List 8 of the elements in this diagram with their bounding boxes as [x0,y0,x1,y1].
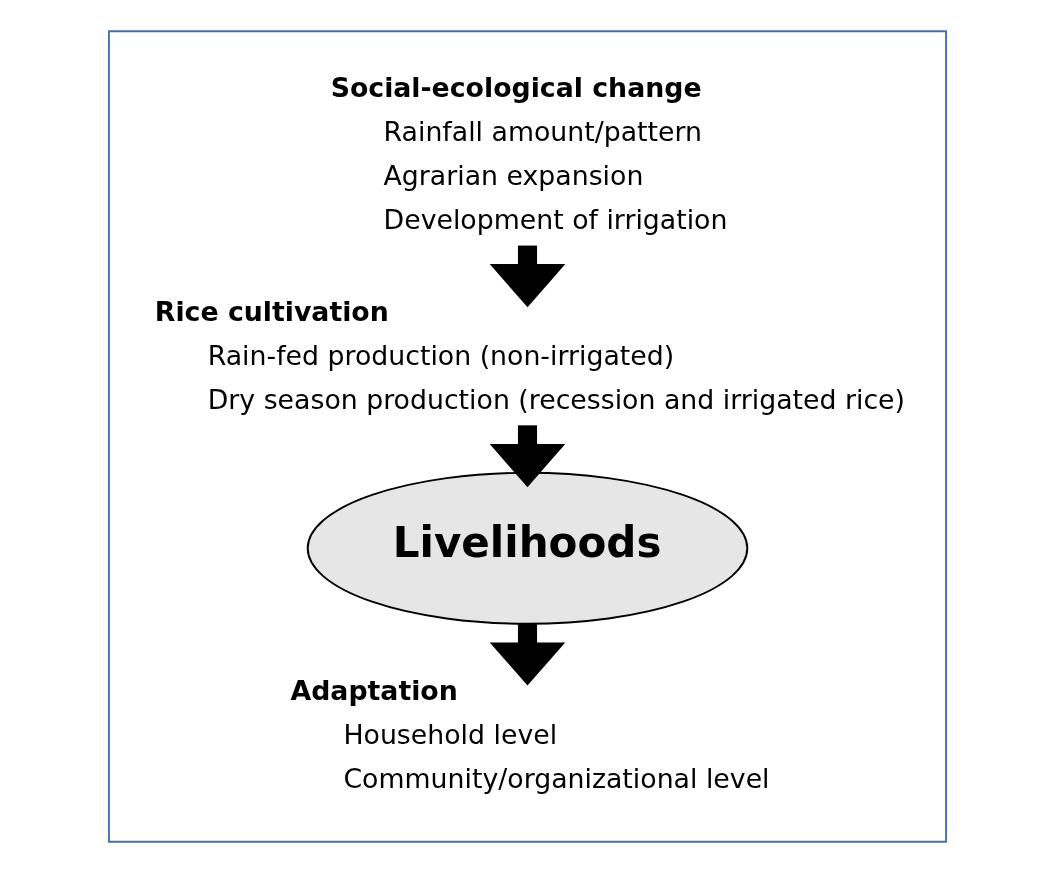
node-text: Rice cultivation Rain-fed production (non-irrigated) Dry season production (recession and irrigated rice) [154,296,906,416]
node-text: Social-ecological change Rainfall amount/pattern Agrarian expansion Development of irrigation [330,71,728,235]
arrow [489,624,566,686]
cluster [108,30,947,843]
arrow [489,245,566,308]
node-text: Adaptation Household level Community/organizational level [290,674,770,794]
node-ellipse: Livelihoods [306,471,749,625]
arrow [489,425,566,488]
